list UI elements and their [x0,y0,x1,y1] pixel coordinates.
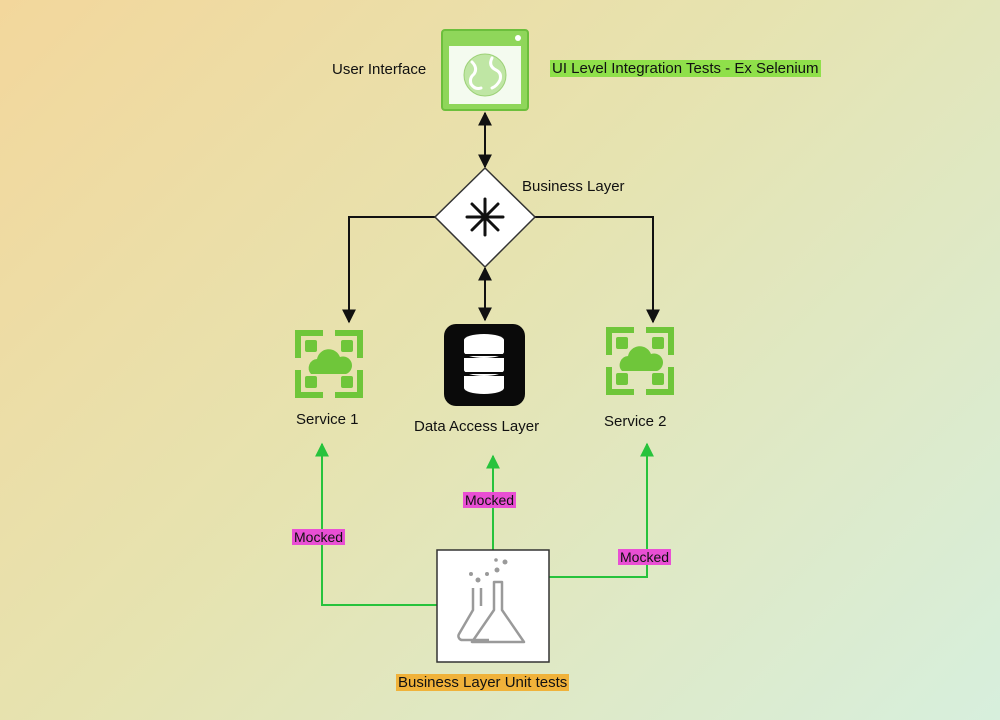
service1-label: Service 1 [296,411,359,428]
service2-label: Service 2 [604,413,667,430]
business-layer-label: Business Layer [522,178,625,195]
service1-cloud-service-icon [295,330,363,398]
database-icon [444,324,525,406]
dal-label: Data Access Layer [414,418,540,435]
mocked-service1-badge: Mocked [292,529,346,545]
business-service1-connector [342,216,436,324]
tests-service2-mock-arrow [548,442,654,578]
ui-tests-annotation: UI Level Integration Tests - Ex Selenium [550,60,821,77]
mocked-dal-badge: Mocked [463,492,517,508]
tests-service1-mock-arrow [315,442,438,606]
business-service2-connector [534,216,660,324]
unit-tests-label: Business Layer Unit tests [396,674,570,691]
browser-globe-icon [441,29,529,111]
lab-flasks-icon [436,549,550,663]
service2-cloud-service-icon [606,327,674,395]
asterisk-icon [433,166,537,269]
ui-label: User Interface [332,61,427,78]
mocked-service2-badge: Mocked [618,549,672,565]
